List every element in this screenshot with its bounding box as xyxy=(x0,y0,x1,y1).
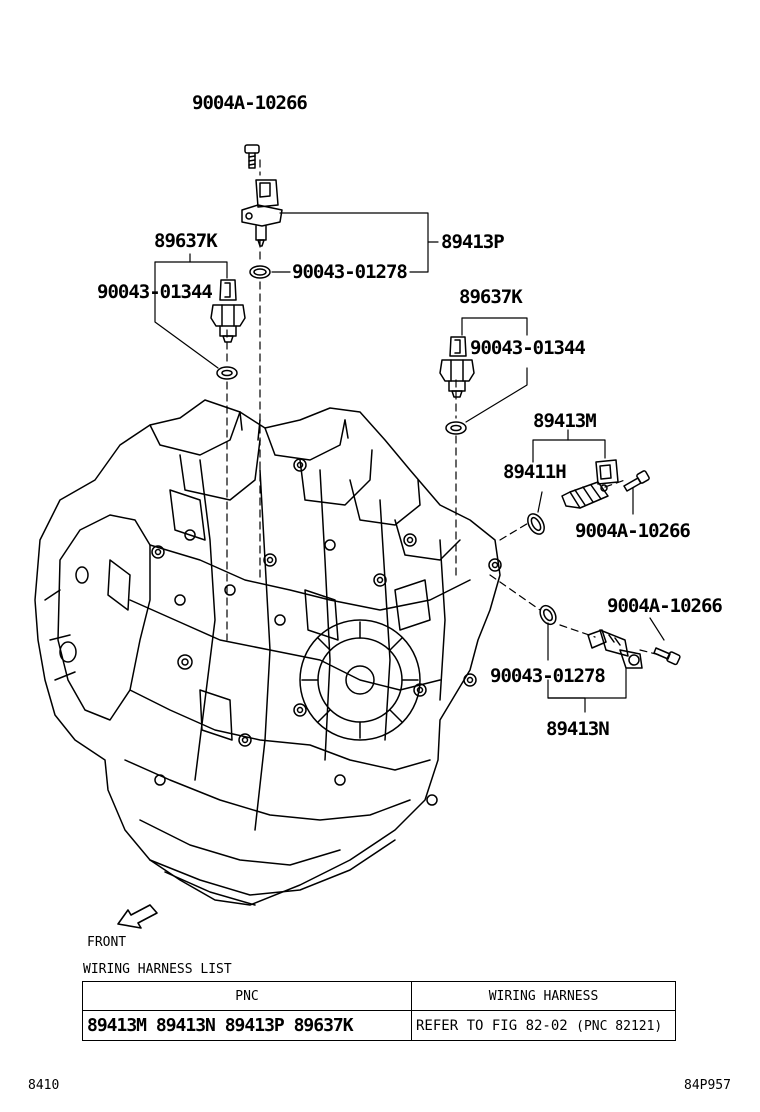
label-switch-left-group: 89637K xyxy=(154,230,218,252)
label-oring-lower: 90043-01278 xyxy=(490,665,606,687)
front-label: FRONT xyxy=(87,935,127,950)
reference-pnc: (PNC 82121) xyxy=(576,1018,663,1034)
switch-left-part xyxy=(210,279,246,343)
switch-right-part xyxy=(439,336,475,398)
footer-left-code: 8410 xyxy=(28,1078,60,1093)
label-gasket-right: 90043-01344 xyxy=(470,337,586,359)
front-arrow-icon xyxy=(117,904,158,929)
transmission-assembly xyxy=(34,399,502,906)
label-oring-top: 90043-01278 xyxy=(292,261,408,283)
oring-right-part xyxy=(527,513,545,535)
label-sensor-lower-group: 89413N xyxy=(546,718,610,740)
label-oring-right: 89411H xyxy=(503,461,567,483)
label-sensor-top-group: 89413P xyxy=(441,231,505,253)
oring-lower-part xyxy=(539,604,557,626)
harness-title: WIRING HARNESS LIST xyxy=(83,962,232,977)
gasket-left-part xyxy=(216,366,238,380)
label-gasket-left: 90043-01344 xyxy=(97,281,213,303)
label-bolt-lower: 9004A-10266 xyxy=(607,595,723,617)
table-row: 89413M 89413N 89413P 89637K REFER TO FIG… xyxy=(82,1010,676,1041)
pnc-cell: 89413M 89413N 89413P 89637K xyxy=(82,1010,412,1041)
label-switch-right-group: 89637K xyxy=(459,286,523,308)
oring-top-part xyxy=(249,265,271,279)
label-bolt-right: 9004A-10266 xyxy=(575,520,691,542)
bolt-top-part xyxy=(244,144,260,169)
leader-lines xyxy=(154,159,665,713)
label-sensor-right-group: 89413M xyxy=(533,410,597,432)
reference-text: REFER TO FIG 82-02 xyxy=(416,1017,568,1034)
col-harness-header: WIRING HARNESS xyxy=(411,981,676,1011)
col-pnc-header: PNC xyxy=(82,981,412,1011)
reference-cell: REFER TO FIG 82-02 (PNC 82121) xyxy=(411,1010,676,1041)
harness-table: PNC WIRING HARNESS 89413M 89413N 89413P … xyxy=(82,981,676,1041)
bolt-right-part xyxy=(623,470,650,492)
sensor-right-part xyxy=(561,459,619,509)
bolt-lower-part xyxy=(653,647,681,666)
label-bolt-top: 9004A-10266 xyxy=(192,92,308,114)
footer-right-code: 84P957 xyxy=(684,1078,731,1093)
table-row: PNC WIRING HARNESS xyxy=(82,981,676,1011)
sensor-lower-part xyxy=(587,629,643,669)
sensor-top-part xyxy=(241,179,283,247)
gasket-right-part xyxy=(445,421,467,435)
